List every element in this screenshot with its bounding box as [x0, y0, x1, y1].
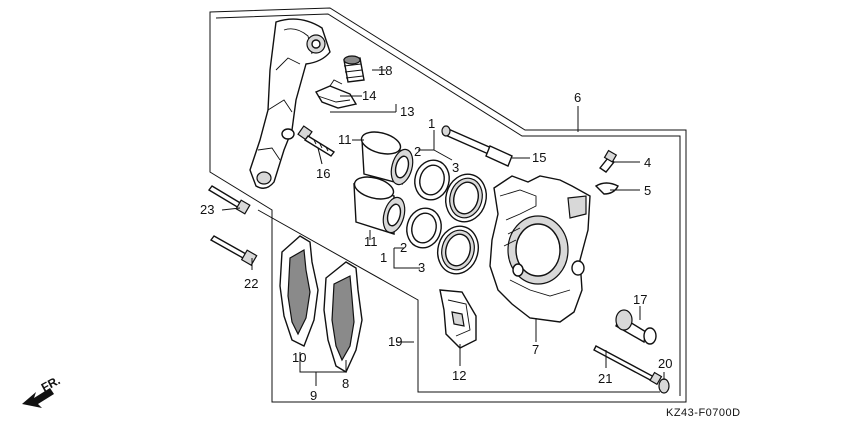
callout-20: 20 — [658, 356, 672, 371]
plug-20 — [658, 378, 670, 394]
callout-8: 8 — [342, 376, 349, 391]
boot-18 — [343, 55, 365, 83]
piston-seal-lower — [406, 207, 442, 249]
front-direction-arrow — [22, 388, 54, 408]
callout-19: 19 — [388, 334, 402, 349]
pad-spring-12 — [439, 289, 477, 349]
callout-5: 5 — [644, 183, 651, 198]
callout-3-lower: 3 — [418, 260, 425, 275]
callout-21: 21 — [598, 371, 612, 386]
pad-pin-21 — [593, 345, 663, 386]
callout-labels: 18 14 13 16 11 11 1 2 3 1 2 3 15 6 4 5 7… — [200, 63, 672, 403]
dust-seal-upper — [445, 173, 487, 223]
slide-pin-17 — [615, 309, 657, 345]
callout-13: 13 — [400, 104, 414, 119]
assembly-outline-inner — [215, 13, 681, 396]
diagram-code: KZ43-F0700D — [666, 407, 741, 419]
piston-lower — [353, 176, 406, 235]
brake-pad-8 — [323, 261, 363, 374]
bolt-22 — [209, 235, 258, 267]
leader-lines — [221, 69, 665, 386]
callout-15: 15 — [532, 150, 546, 165]
front-direction-label: FR. — [39, 373, 63, 394]
callout-11-lower: 11 — [364, 234, 378, 249]
callout-1-lower: 1 — [380, 250, 387, 265]
callout-14: 14 — [362, 88, 376, 103]
callout-16: 16 — [316, 166, 330, 181]
assembly-outline-19 — [257, 209, 660, 393]
assembly-outline-6 — [209, 7, 687, 403]
bleeder-valve-4 — [598, 149, 618, 173]
slide-pin-15 — [441, 125, 513, 167]
callout-17: 17 — [633, 292, 647, 307]
bolt-23 — [207, 185, 251, 215]
callout-11-upper: 11 — [338, 132, 352, 147]
bleeder-cap-5 — [594, 182, 619, 195]
callout-10: 10 — [292, 350, 306, 365]
bolt-16 — [297, 125, 336, 157]
clip-14 — [314, 79, 358, 109]
dust-seal-lower — [437, 225, 479, 275]
callout-2-upper: 2 — [414, 144, 421, 159]
callout-22: 22 — [244, 276, 258, 291]
caliper-body — [489, 175, 591, 323]
callout-23: 23 — [200, 202, 214, 217]
callout-12: 12 — [452, 368, 466, 383]
caliper-bracket — [249, 18, 331, 189]
callout-1-upper: 1 — [428, 116, 435, 131]
callout-18: 18 — [378, 63, 392, 78]
callout-6: 6 — [574, 90, 581, 105]
piston-upper — [360, 131, 414, 186]
callout-7: 7 — [532, 342, 539, 357]
callout-3-upper: 3 — [452, 160, 459, 175]
callout-4: 4 — [644, 155, 651, 170]
piston-seal-upper — [414, 159, 450, 201]
callout-9: 9 — [310, 388, 317, 403]
brake-pad-10 — [279, 235, 319, 347]
callout-2-lower: 2 — [400, 240, 407, 255]
